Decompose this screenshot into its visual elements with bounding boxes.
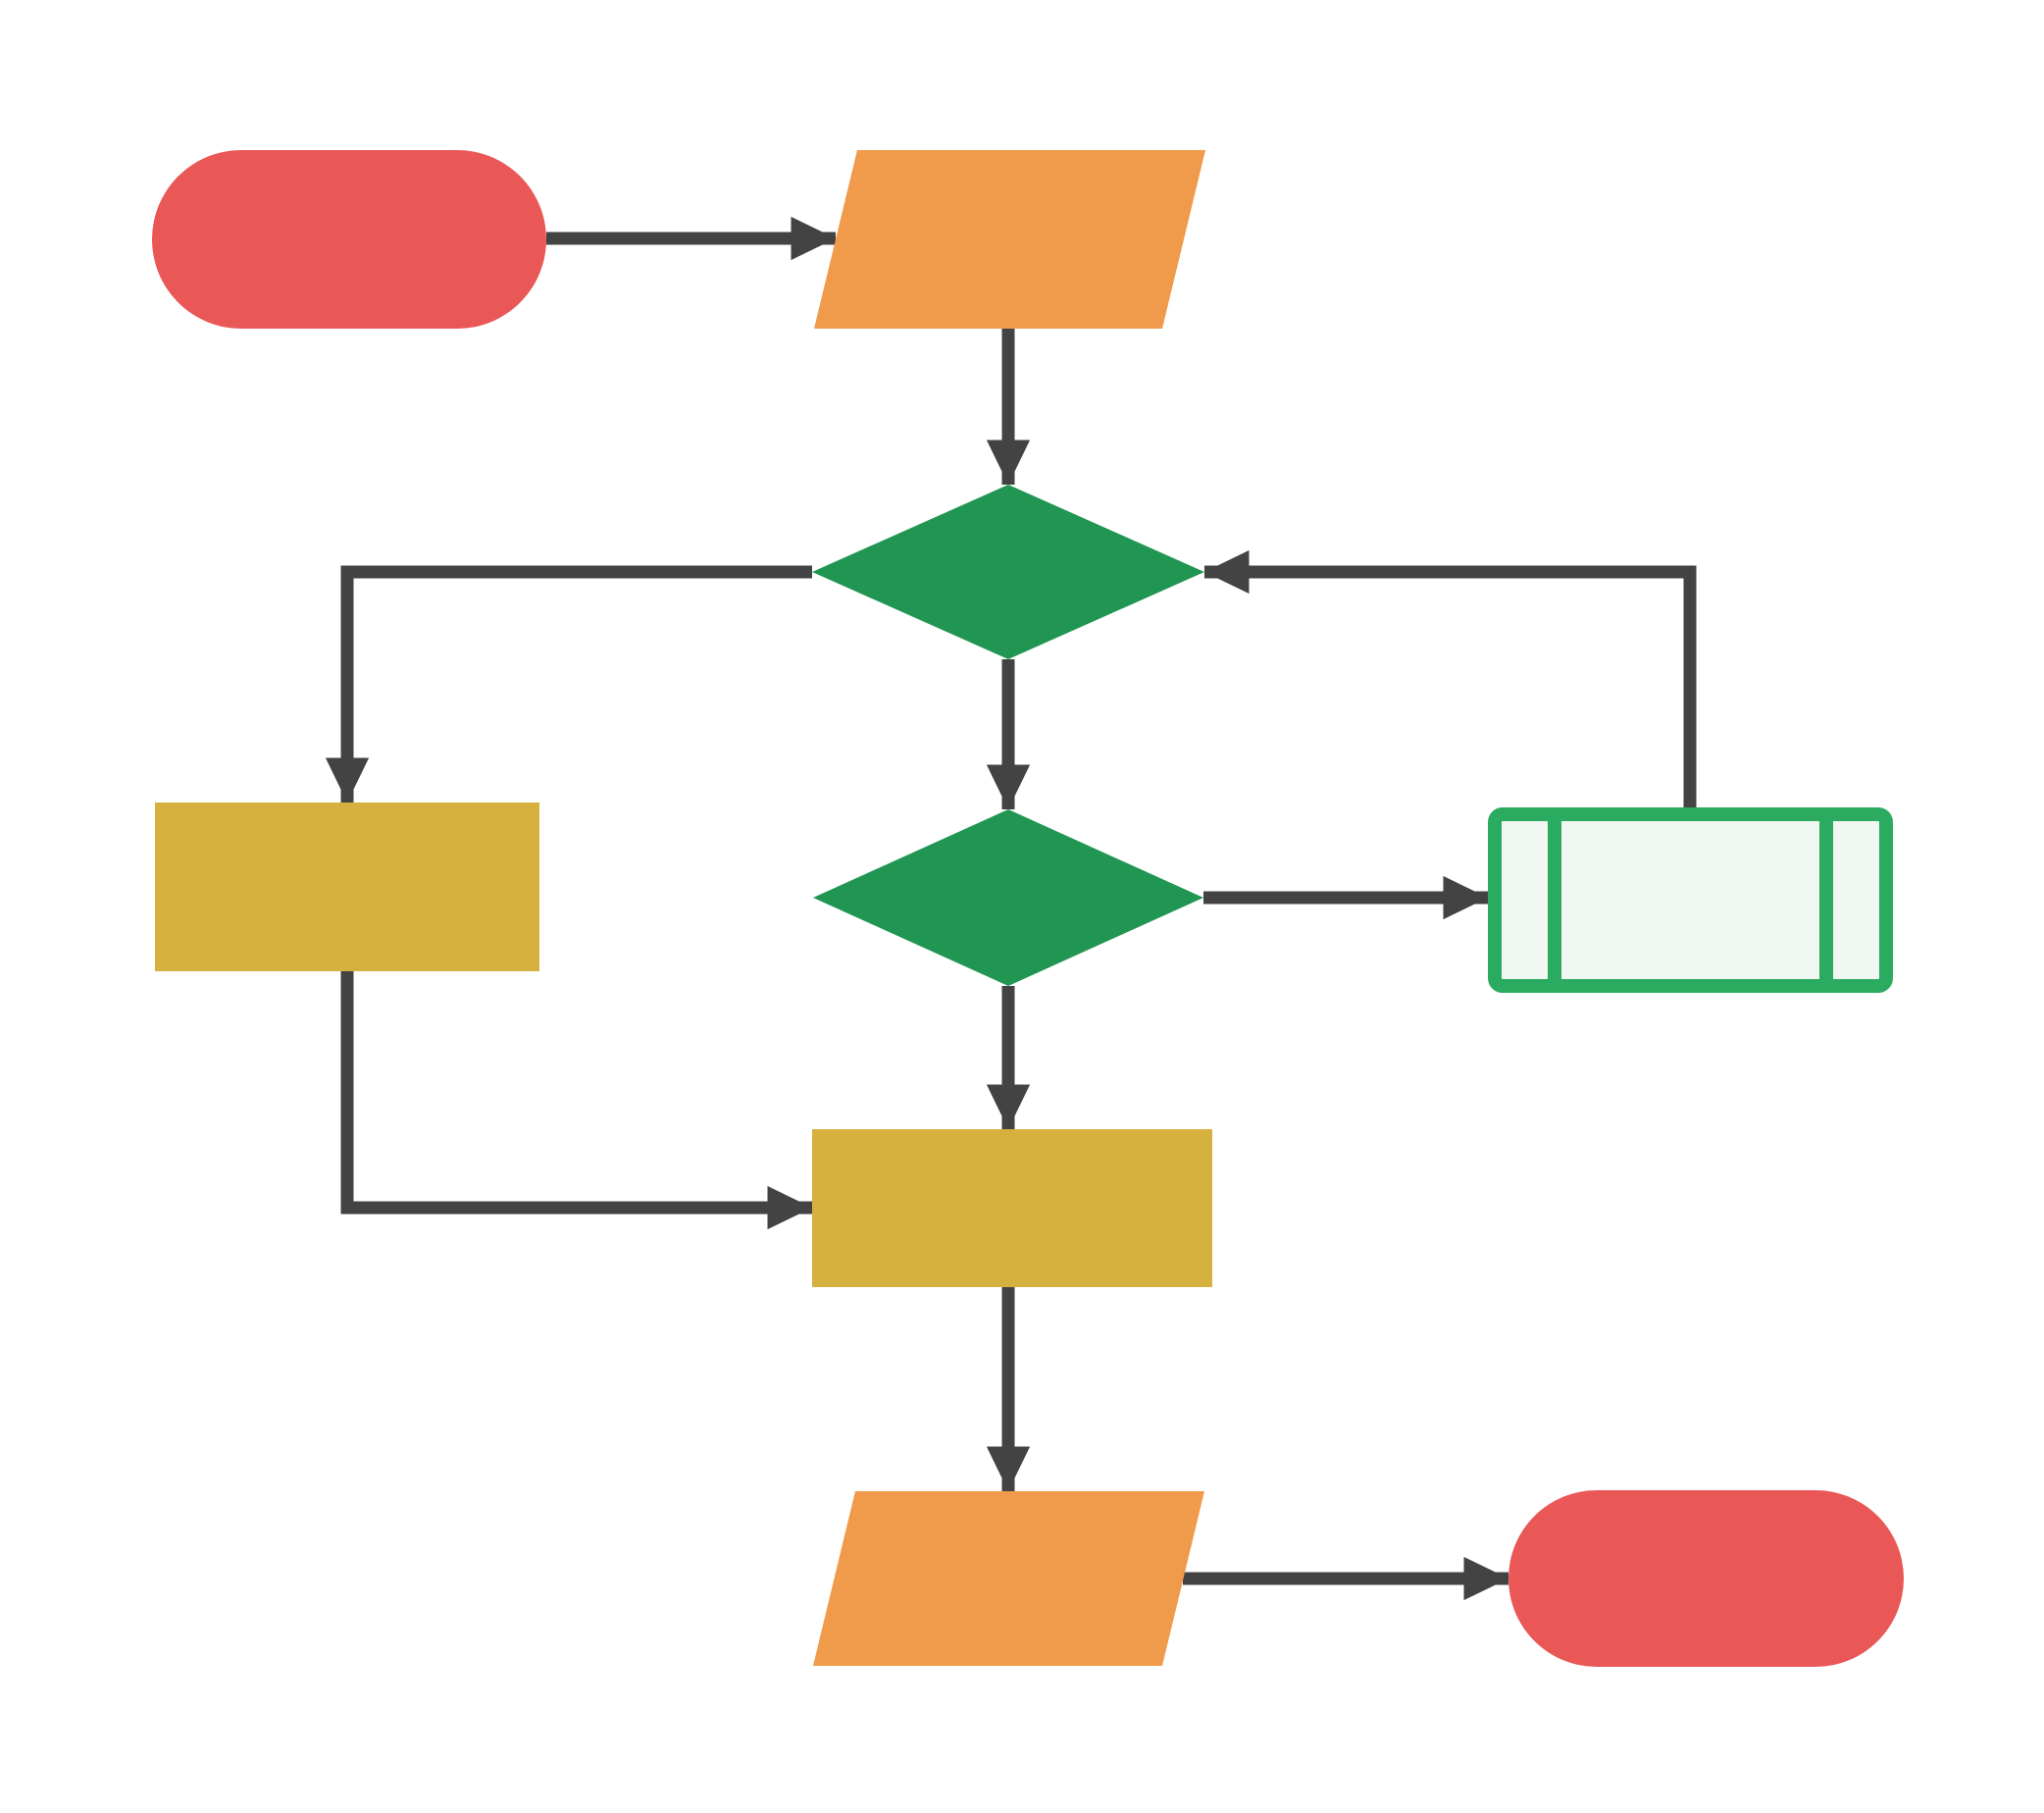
connector-process-left-to-process-center[interactable] [340,971,812,1230]
predefined-process-shape[interactable] [1488,807,1893,993]
decision-diamond-1-shape[interactable] [812,485,1204,659]
start-terminator-shape[interactable] [152,150,546,329]
end-terminator-shape[interactable] [1508,1490,1904,1667]
input-parallelogram-shape[interactable] [814,150,1205,329]
connector-subroutine-to-decision-1[interactable] [1204,549,1697,807]
output-parallelogram-shape[interactable] [813,1491,1204,1666]
decision-diamond-2-shape[interactable] [813,809,1203,986]
predefined-process-body[interactable] [1488,807,1893,993]
process-rect-left-shape[interactable] [155,803,539,971]
connector-decision-1-to-process-left[interactable] [325,565,812,803]
process-rect-center-shape[interactable] [812,1129,1212,1287]
